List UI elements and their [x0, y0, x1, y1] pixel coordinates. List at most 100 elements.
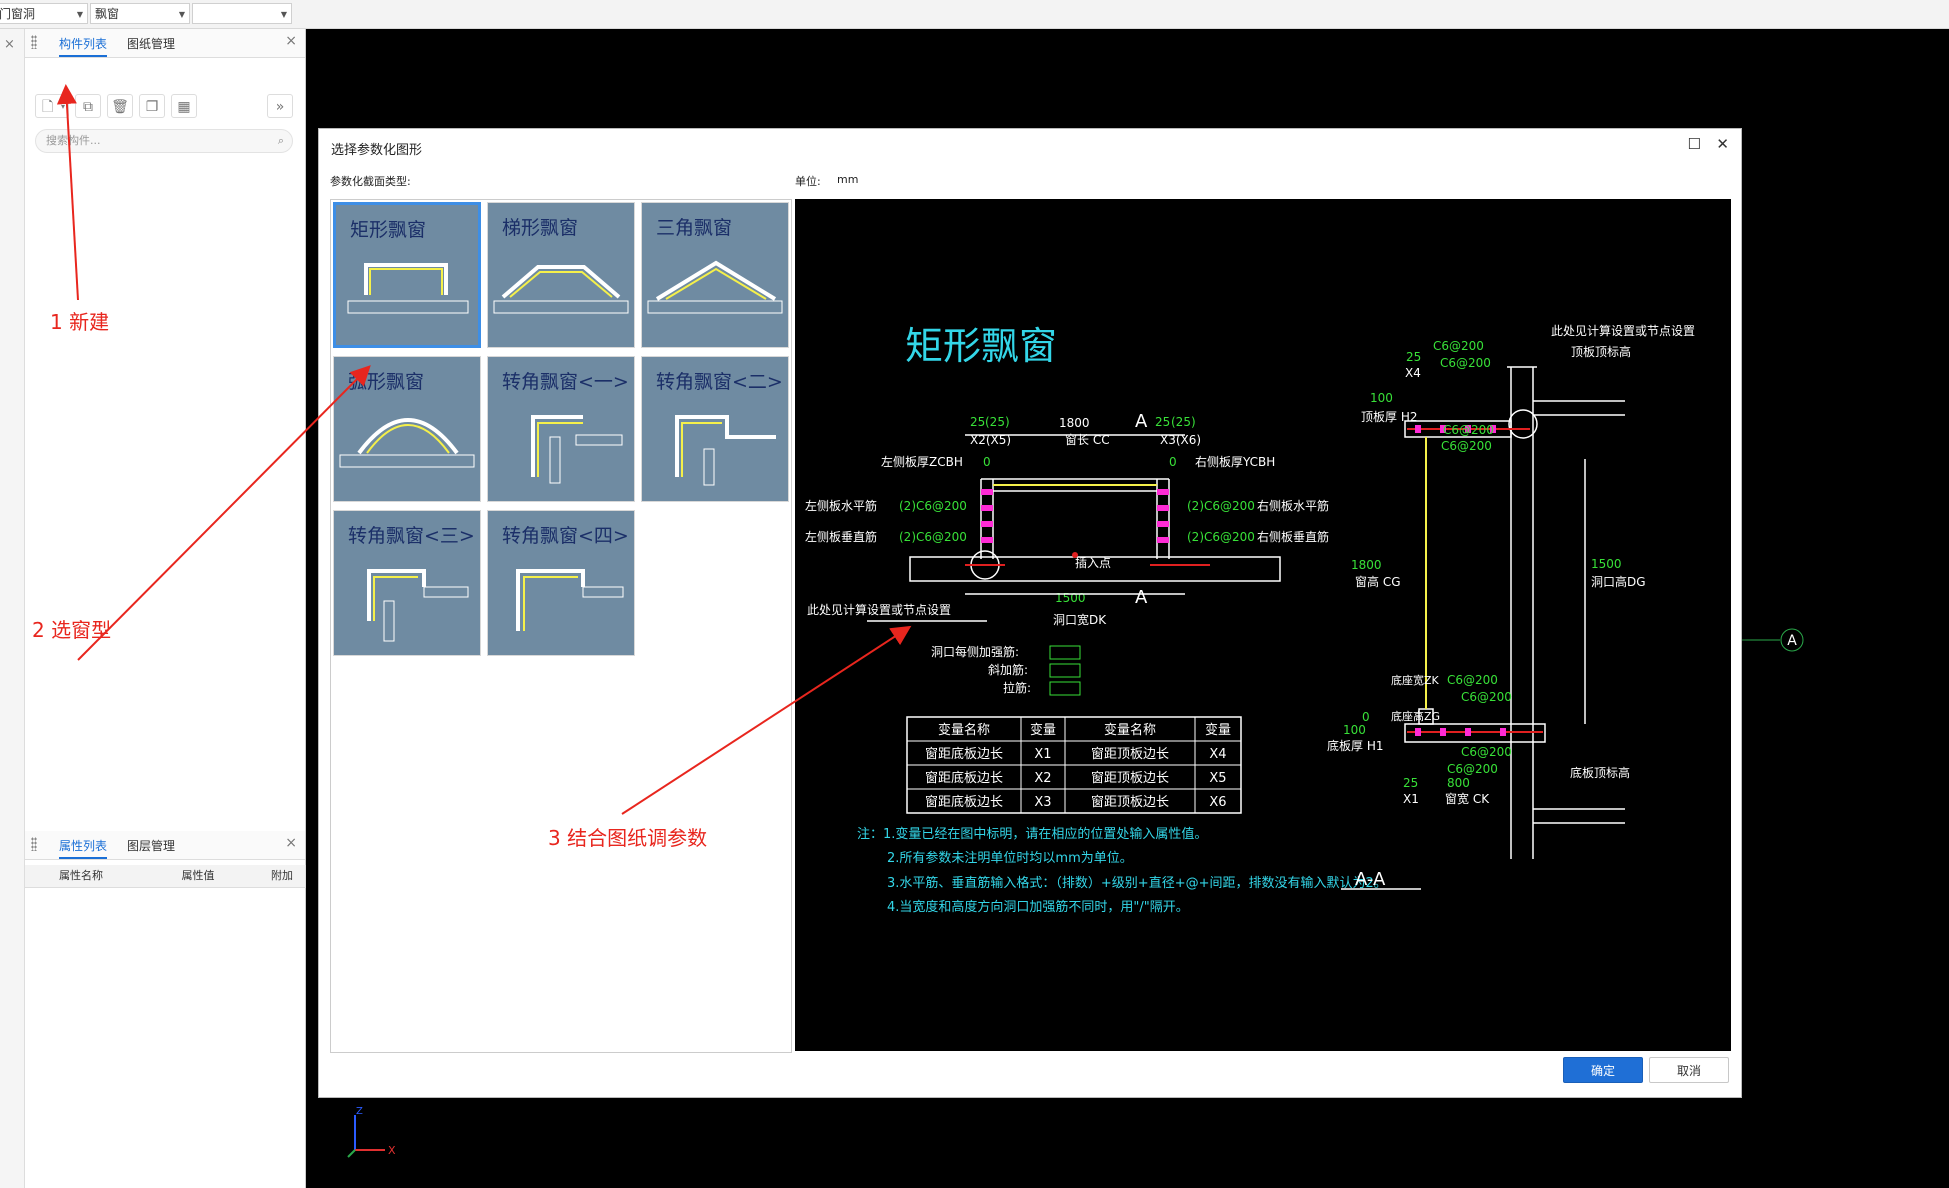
- cancel-button[interactable]: 取消: [1649, 1057, 1729, 1083]
- unit-value: mm: [837, 173, 859, 186]
- shape-trapezoid-bay[interactable]: 梯形飘窗: [487, 202, 635, 348]
- dim-label: 洞口高DG: [1591, 574, 1646, 589]
- shape-gallery: 矩形飘窗 梯形飘窗 三角飘窗 弧形飘窗: [330, 199, 792, 1053]
- ok-button[interactable]: 确定: [1563, 1057, 1643, 1083]
- tab-drawing-manage[interactable]: 图纸管理: [127, 37, 176, 51]
- close-icon[interactable]: ×: [285, 33, 297, 49]
- category-combo[interactable]: 门窗洞 ▼: [0, 3, 88, 24]
- rebar-value: C6@200: [1461, 690, 1512, 704]
- search-icon: ⌕: [277, 134, 284, 147]
- svg-text:Z: Z: [356, 1106, 363, 1117]
- svg-text:X: X: [388, 1144, 396, 1157]
- dim-label: X3(X6): [1160, 433, 1201, 447]
- corner-bay-1-icon: [531, 415, 623, 484]
- copy-button[interactable]: ⧉: [75, 94, 101, 118]
- ucs-axes-icon: Z X: [347, 1106, 396, 1158]
- rebar-value: C6@200: [1441, 439, 1492, 453]
- unit-label: 单位:: [795, 175, 821, 188]
- section-label: 顶板顶标高: [1571, 344, 1631, 359]
- search-input[interactable]: 搜索构件... ⌕: [35, 129, 293, 153]
- rebar-value: C6@200: [1443, 423, 1494, 437]
- axis-tag: A: [1787, 633, 1797, 649]
- floor-copy-button[interactable]: ▦: [171, 94, 197, 118]
- grip-icon[interactable]: [31, 35, 37, 49]
- shape-triangle-bay[interactable]: 三角飘窗: [641, 202, 789, 348]
- section-type-label: 参数化截面类型:: [330, 175, 411, 188]
- close-icon[interactable]: ×: [285, 835, 297, 851]
- chevron-down-icon: ▼: [76, 10, 83, 19]
- dim-label: X1: [1403, 792, 1419, 806]
- section-label: 底板顶标高: [1570, 765, 1630, 780]
- shape-corner-bay-4[interactable]: 转角飘窗<四>: [487, 510, 635, 656]
- table-cell: X1: [1034, 747, 1051, 762]
- dim-label: 顶板厚 H2: [1361, 410, 1417, 424]
- rebar-value: C6@200: [1447, 762, 1498, 776]
- dim-label: 1500: [1055, 591, 1086, 605]
- rebar-label: 拉筋:: [1003, 680, 1031, 695]
- dim-label: 窗高 CG: [1355, 574, 1401, 589]
- close-icon[interactable]: ×: [4, 37, 15, 52]
- section-title: A-A: [1355, 869, 1386, 890]
- dim-label: (25): [1171, 415, 1196, 429]
- table-cell: X6: [1209, 795, 1226, 810]
- shape-arc-bay[interactable]: 弧形飘窗: [333, 356, 481, 502]
- dim-label: 底座高ZG: [1391, 709, 1440, 723]
- shape-preview: 矩形飘窗 25 (25) 1800 25 (25) X2(X5) 窗长 CC X…: [795, 199, 1731, 1051]
- note-line: 2.所有参数未注明单位时均以mm为单位。: [887, 850, 1133, 866]
- copy-icon: ⧉: [83, 99, 93, 115]
- more-button[interactable]: »: [267, 94, 293, 118]
- shape-rect-bay[interactable]: 矩形飘窗: [333, 202, 481, 348]
- trash-icon: 🗑: [111, 99, 129, 115]
- table-cell: 窗距顶板边长: [1091, 746, 1169, 762]
- dim-label: 右侧板水平筋: [1257, 498, 1329, 513]
- dim-label: (2)C6@200: [899, 530, 967, 544]
- grip-icon[interactable]: [31, 837, 37, 851]
- dim-label: (2)C6@200: [1187, 530, 1255, 544]
- close-icon[interactable]: ✕: [1716, 135, 1729, 153]
- sub-combo[interactable]: ▼: [192, 3, 292, 24]
- arc-bay-icon: [339, 418, 475, 468]
- layers-icon: ❐: [145, 99, 159, 115]
- col-prop-name: 属性名称: [25, 865, 138, 888]
- rebar-value: C6@200: [1433, 339, 1484, 353]
- dim-label: 左侧板水平筋: [805, 498, 877, 513]
- property-tabs: 属性列表 图层管理 ×: [25, 831, 305, 860]
- shape-corner-bay-1[interactable]: 转角飘窗<一>: [487, 356, 635, 502]
- grid-icon: ▦: [177, 99, 191, 115]
- dim-label: 窗长 CC: [1065, 433, 1110, 447]
- dim-label: 25: [1155, 415, 1170, 429]
- shape-corner-bay-3[interactable]: 转角飘窗<三>: [333, 510, 481, 656]
- tab-layer-manage[interactable]: 图层管理: [127, 839, 176, 853]
- axis-marker: A: [1740, 628, 1804, 652]
- duplicate-button[interactable]: ❐: [139, 94, 165, 118]
- table-cell: 窗距顶板边长: [1091, 770, 1169, 786]
- delete-button[interactable]: 🗑: [107, 94, 133, 118]
- dim-label: 0: [983, 455, 991, 469]
- col-prop-value: 属性值: [137, 865, 260, 888]
- type-combo-value: 飘窗: [95, 7, 120, 21]
- shape-label: 转角飘窗<四>: [502, 525, 629, 547]
- chevron-down-icon: ▼: [178, 10, 185, 19]
- dim-label: 插入点: [1075, 556, 1111, 570]
- table-cell: X4: [1209, 747, 1226, 762]
- tab-component-list[interactable]: 构件列表: [59, 35, 108, 57]
- new-button[interactable]: 🗋▾: [35, 94, 69, 118]
- type-combo[interactable]: 飘窗 ▼: [90, 3, 190, 24]
- left-strip: ×: [0, 29, 25, 1188]
- table-cell: 窗距底板边长: [925, 770, 1003, 786]
- dim-label: 1800: [1351, 558, 1382, 572]
- dim-label: 25: [970, 415, 985, 429]
- dim-label: X2(X5): [970, 433, 1011, 447]
- section-view: [1341, 366, 1625, 890]
- corner-bay-2-icon: [675, 415, 776, 486]
- dim-label: 底座宽ZK: [1391, 673, 1440, 687]
- dim-label: 25: [1406, 350, 1421, 364]
- preview-drawing: 矩形飘窗 25 (25) 1800 25 (25) X2(X5) 窗长 CC X…: [805, 323, 1695, 915]
- shape-corner-bay-2[interactable]: 转角飘窗<二>: [641, 356, 789, 502]
- section-note: 此处见计算设置或节点设置: [1551, 323, 1695, 338]
- tab-property-list[interactable]: 属性列表: [59, 837, 108, 859]
- variable-table: 变量名称 变量 变量名称 变量 窗距底板边长 X1 窗距顶板边长 X4 窗距底板…: [906, 716, 1242, 814]
- shape-label: 梯形飘窗: [502, 217, 579, 239]
- new-file-icon: 🗋: [42, 99, 54, 115]
- maximize-icon[interactable]: ☐: [1687, 135, 1701, 153]
